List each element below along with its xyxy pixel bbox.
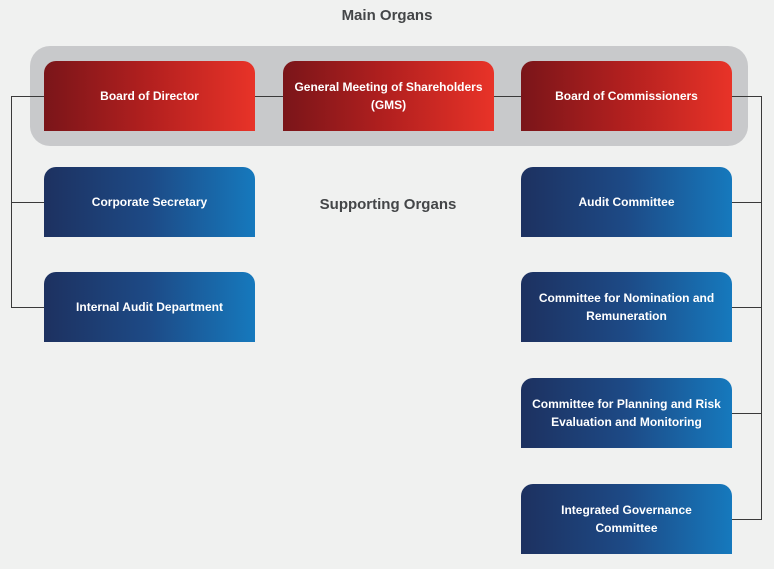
board-of-commissioners-box: Board of Commissioners <box>521 61 732 131</box>
nomination-remuneration-committee-box: Committee for Nomination and Remuneratio… <box>521 272 732 342</box>
planning-risk-committee-box: Committee for Planning and Risk Evaluati… <box>521 378 732 448</box>
board-of-director-box: Board of Director <box>44 61 255 131</box>
main-organs-heading: Main Organs <box>341 7 433 24</box>
internal-audit-department-box: Internal Audit Department <box>44 272 255 342</box>
corporate-secretary-box: Corporate Secretary <box>44 167 255 237</box>
general-meeting-of-shareholders-box: General Meeting of Shareholders (GMS) <box>283 61 494 131</box>
left-connector-line <box>11 96 45 308</box>
audit-committee-box: Audit Committee <box>521 167 732 237</box>
right-connector-line <box>732 96 762 520</box>
integrated-governance-committee-box: Integrated Governance Committee <box>521 484 732 554</box>
supporting-organs-heading: Supporting Organs <box>319 196 457 213</box>
